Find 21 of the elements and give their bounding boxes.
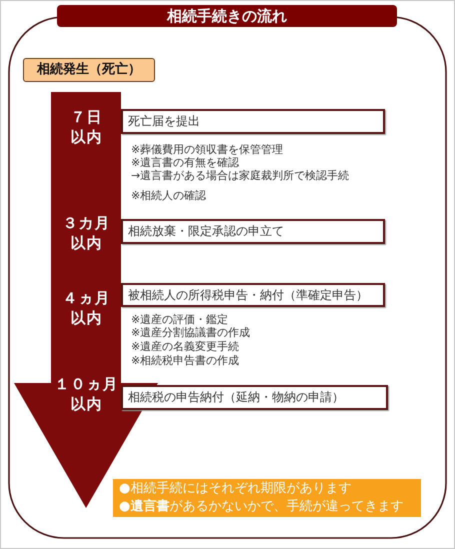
bullet-text: ●相続手続にはそれぞれ期限があります <box>119 480 352 498</box>
bullet-text: ●遺言書があるかないかで、手続が違ってきます <box>119 498 404 516</box>
note-text: ※相続人の確認 <box>131 189 206 203</box>
period-label: １０ヵ月以内 <box>54 374 120 414</box>
note-text: →遺言書がある場合は家庭裁判所で検認手続 <box>131 169 350 183</box>
note-box <box>113 479 421 517</box>
step-box: 被相続人の所得税申告・納付（準確定申告） <box>121 283 385 307</box>
note-text: ※葬儀費用の領収書を保管管理 <box>131 143 284 156</box>
title-banner: 相続手続きの流れ <box>57 5 397 27</box>
note-text: ※相続税申告書の作成 <box>131 354 240 368</box>
step-box: 相続税の申告納付（延納・物納の申請） <box>121 385 388 410</box>
period-label: ７日以内 <box>70 107 104 147</box>
note-text: ※遺産の評価・鑑定 <box>131 313 228 326</box>
period-label: ３カ月以内 <box>62 213 112 253</box>
step-box: 死亡届を提出 <box>121 109 385 134</box>
note-text: ※遺言書の有無を確認 <box>131 156 240 170</box>
step-box: 相続放棄・限定承認の申立て <box>121 219 385 244</box>
event-box: 相続発生（死亡） <box>23 58 155 82</box>
period-label: ４ヵ月以内 <box>62 288 112 328</box>
note-text: ※遺産分割協議書の作成 <box>131 326 250 340</box>
note-text: ※遺産の名義変更手続 <box>131 340 240 354</box>
